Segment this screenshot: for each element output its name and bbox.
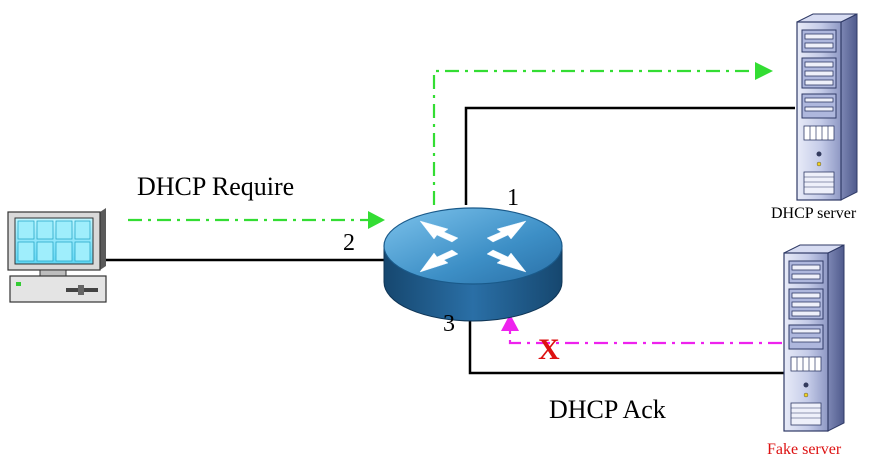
blocked-x-mark: X — [538, 333, 560, 366]
dhcp-server-icon — [796, 13, 858, 201]
fake-ack-arrow — [508, 330, 782, 345]
fake-server-icon — [783, 244, 845, 432]
dhcp-require-label: DHCP Require — [137, 172, 294, 201]
fake-server-label: Fake server — [767, 441, 842, 458]
fake-ack-arrowhead — [501, 314, 519, 331]
dhcp-require-arrowhead — [368, 211, 385, 229]
desktop-computer-icon — [7, 208, 107, 303]
port-2-label: 2 — [343, 230, 355, 256]
port-3-label: 3 — [443, 311, 455, 337]
dhcp-ack-label: DHCP Ack — [549, 395, 666, 424]
router-fake-server-link — [468, 305, 790, 375]
dhcp-server-label: DHCP server — [771, 205, 857, 222]
router-icon — [383, 207, 563, 322]
router-dhcp-server-link — [464, 106, 795, 205]
forward-arrowhead — [755, 62, 773, 80]
port-1-label: 1 — [507, 185, 519, 211]
forward-to-dhcp-server-arrow — [432, 69, 755, 205]
